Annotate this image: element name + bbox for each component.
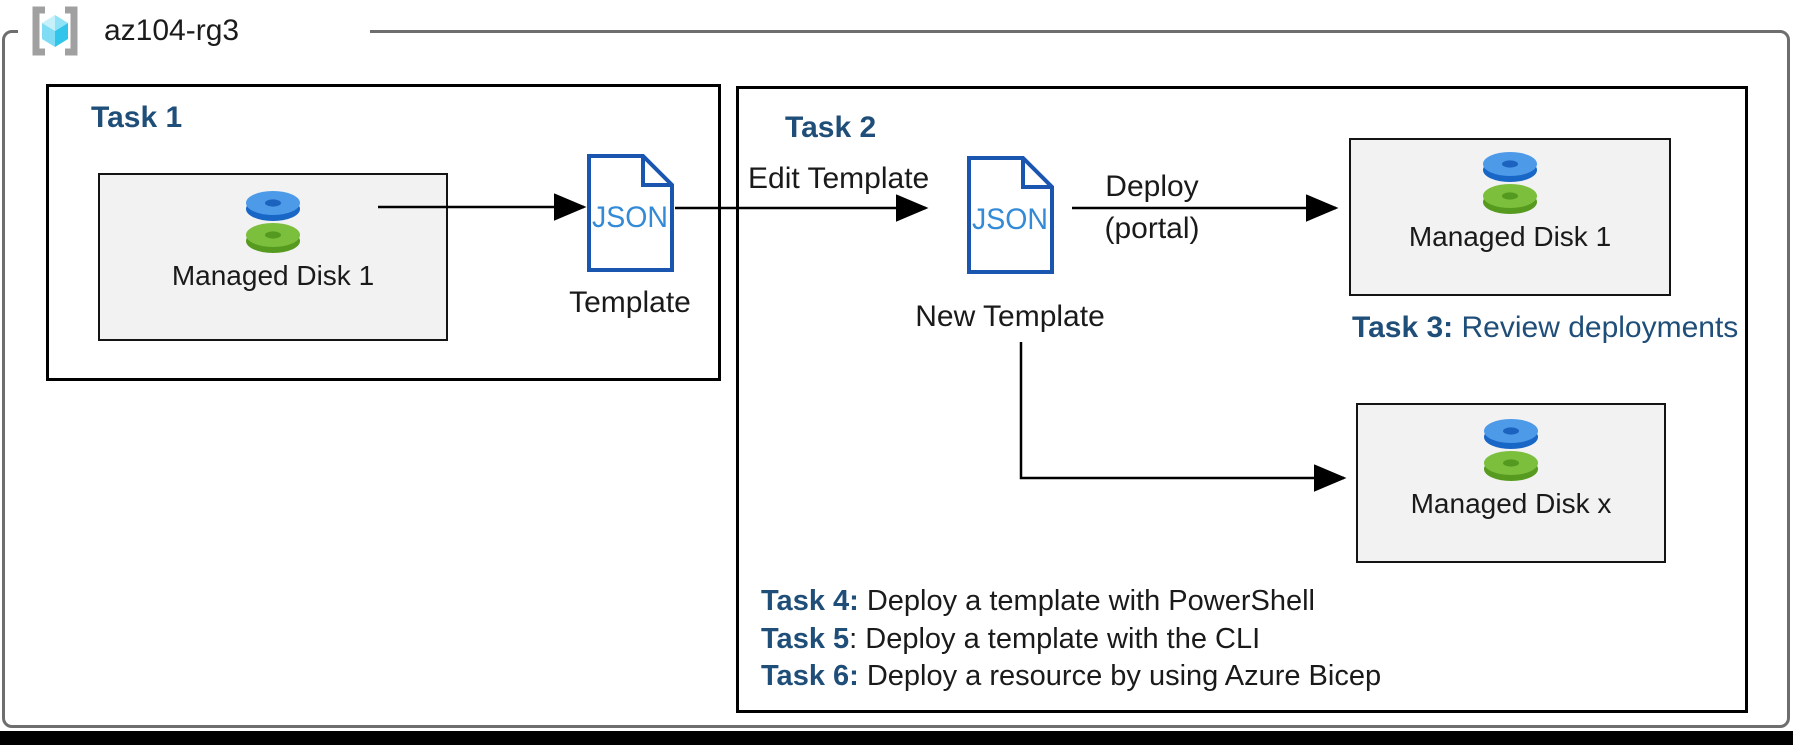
task6-label: Task 6: — [761, 660, 859, 692]
managed-disk-x-label: Managed Disk x — [1410, 488, 1612, 519]
managed-disk-1-box: Managed Disk 1 — [98, 173, 448, 341]
managed-disk-icon — [246, 191, 300, 253]
managed-disk-x-box: Managed Disk x — [1356, 403, 1666, 563]
task6-description: Deploy a resource by using Azure Bicep — [858, 660, 1382, 692]
task5-description: : Deploy a template with the CLI — [849, 622, 1261, 655]
task5-label: Task 5 — [761, 622, 850, 655]
task6-text: Task 6: Deploy a resource by using Azure… — [761, 658, 1381, 696]
task2-title: Task 2 — [785, 111, 877, 144]
resource-group-icon — [32, 6, 78, 56]
managed-disk-1-deployed-box: Managed Disk 1 — [1349, 138, 1671, 296]
managed-disk-icon — [1484, 419, 1538, 481]
task5-text: Task 5: Deploy a template with the CLI — [761, 621, 1381, 659]
task3-description: Review deployments — [1453, 311, 1739, 344]
edit-template-arrow-label: Edit Template — [748, 162, 930, 195]
bottom-black-bar — [0, 731, 1793, 745]
json-icon-text: JSON — [592, 201, 668, 234]
task-list: Task 4: Deploy a template with PowerShel… — [761, 583, 1381, 696]
task4-text: Task 4: Deploy a template with PowerShel… — [761, 583, 1381, 621]
json-file-icon: JSON — [967, 156, 1054, 274]
json-file-icon: JSON — [587, 154, 674, 272]
managed-disk-1-deployed-label: Managed Disk 1 — [1408, 221, 1612, 252]
resource-group-header: az104-rg3 — [18, 0, 370, 62]
template-caption: Template — [569, 286, 691, 319]
resource-group-name: az104-rg3 — [104, 14, 240, 47]
task4-description: Deploy a template with PowerShell — [858, 585, 1315, 617]
resource-group-boundary — [2, 30, 1790, 728]
task1-title: Task 1 — [91, 101, 183, 134]
task3-text: Task 3: Review deployments — [1352, 311, 1738, 345]
managed-disk-1-label: Managed Disk 1 — [171, 260, 375, 291]
deploy-arrow-label-line1: Deploy — [1105, 170, 1199, 203]
new-template-caption: New Template — [915, 300, 1105, 333]
task4-label: Task 4: — [761, 585, 859, 617]
json-icon-text: JSON — [972, 203, 1048, 236]
managed-disk-icon — [1483, 152, 1537, 214]
task3-label: Task 3: — [1352, 311, 1454, 344]
deploy-arrow-label-line2: (portal) — [1104, 212, 1200, 245]
